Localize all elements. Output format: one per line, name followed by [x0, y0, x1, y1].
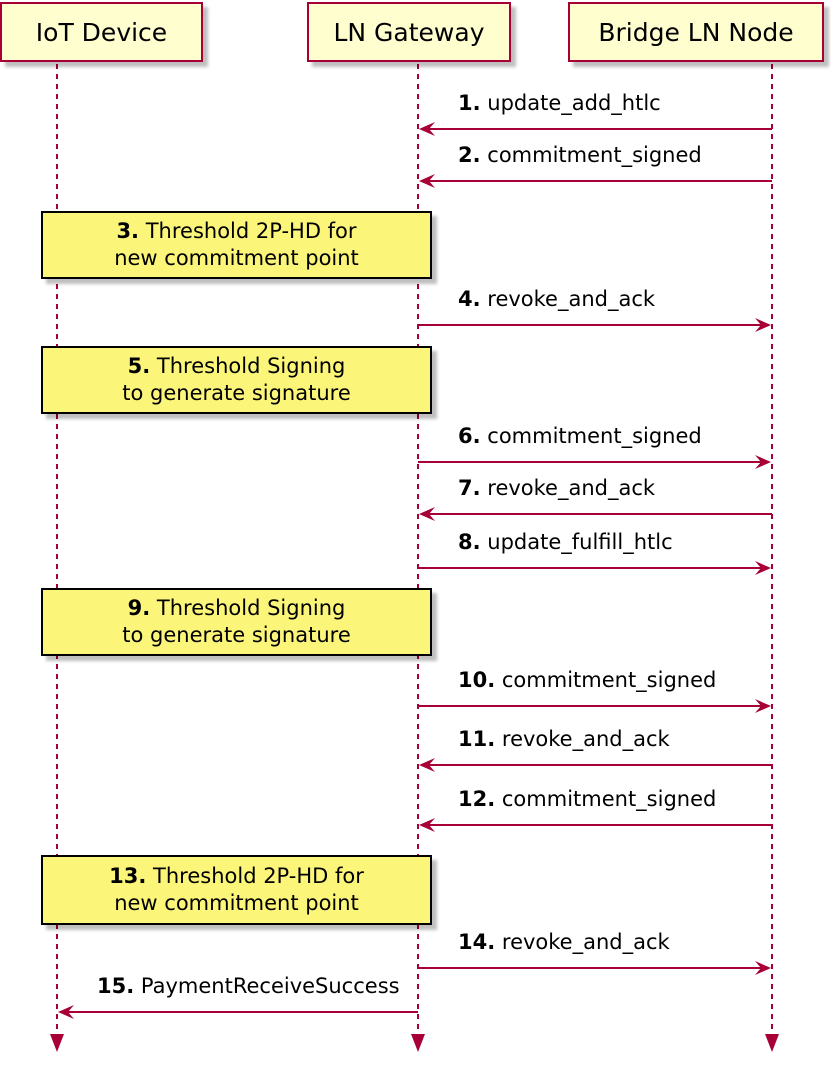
- note-line-2: to generate signature: [122, 623, 351, 647]
- message-text: commitment_signed: [487, 424, 702, 448]
- participant-iot: IoT Device: [0, 2, 203, 62]
- message-text: commitment_signed: [487, 143, 702, 167]
- step-number: 10.: [458, 668, 496, 692]
- message-arrow-head: [419, 174, 435, 188]
- message-arrow-head: [755, 699, 771, 713]
- lifeline-end-iot: [50, 1034, 64, 1052]
- lifeline-end-gw: [411, 1034, 425, 1052]
- note-text: Threshold Signing: [156, 595, 346, 620]
- message-arrow-head: [755, 318, 771, 332]
- note-text: Threshold 2P-HD for: [145, 218, 357, 243]
- step-number: 7.: [458, 476, 481, 500]
- step-number: 6.: [458, 424, 481, 448]
- message-label: 12. commitment_signed: [458, 789, 716, 810]
- note-text: Threshold Signing: [156, 353, 346, 378]
- message-text: update_add_htlc: [487, 91, 661, 115]
- note-line-2: new commitment point: [114, 246, 359, 270]
- message-arrow-head: [419, 122, 435, 136]
- message-arrow-head: [755, 455, 771, 469]
- note-line-2: new commitment point: [114, 891, 359, 915]
- message-arrow-head: [419, 818, 435, 832]
- message-arrow-head: [419, 507, 435, 521]
- step-number: 12.: [458, 787, 496, 811]
- note-line-1: 3. Threshold 2P-HD for: [116, 218, 356, 245]
- message-label: 1. update_add_htlc: [458, 93, 661, 114]
- message-label: 10. commitment_signed: [458, 670, 716, 691]
- note-line-1: 13. Threshold 2P-HD for: [109, 863, 364, 890]
- step-number: 3.: [116, 218, 140, 243]
- message-text: revoke_and_ack: [487, 287, 656, 311]
- step-number: 11.: [458, 727, 496, 751]
- step-number: 1.: [458, 91, 481, 115]
- step-number: 15.: [97, 974, 135, 998]
- lifeline-end-bridge: [765, 1034, 779, 1052]
- step-number: 14.: [458, 930, 496, 954]
- message-text: revoke_and_ack: [487, 476, 656, 500]
- step-number: 2.: [458, 143, 481, 167]
- participant-bridge: Bridge LN Node: [568, 2, 824, 62]
- message-label: 11. revoke_and_ack: [458, 729, 670, 750]
- step-number: 9.: [127, 595, 151, 620]
- message-label: 15. PaymentReceiveSuccess: [97, 976, 400, 997]
- message-text: commitment_signed: [501, 668, 717, 692]
- message-arrow-head: [755, 961, 771, 975]
- message-arrow-head: [58, 1005, 74, 1019]
- participant-gw: LN Gateway: [307, 2, 511, 62]
- message-text: commitment_signed: [501, 787, 717, 811]
- message-label: 2. commitment_signed: [458, 145, 702, 166]
- step-number: 13.: [109, 863, 147, 888]
- note-line-1: 9. Threshold Signing: [128, 595, 346, 622]
- message-label: 14. revoke_and_ack: [458, 932, 670, 953]
- note-text: Threshold 2P-HD for: [153, 863, 364, 888]
- step-number: 5.: [127, 353, 151, 378]
- message-label: 4. revoke_and_ack: [458, 289, 655, 310]
- message-label: 8. update_fulfill_htlc: [458, 532, 673, 553]
- note-line-1: 5. Threshold Signing: [128, 353, 346, 380]
- step-number: 8.: [458, 530, 481, 554]
- message-arrow-head: [419, 758, 435, 772]
- message-text: revoke_and_ack: [501, 727, 670, 751]
- message-text: revoke_and_ack: [501, 930, 670, 954]
- message-text: PaymentReceiveSuccess: [140, 974, 400, 998]
- message-arrow-head: [755, 561, 771, 575]
- note-line-2: to generate signature: [122, 381, 351, 405]
- message-label: 7. revoke_and_ack: [458, 478, 655, 499]
- step-number: 4.: [458, 287, 481, 311]
- message-text: update_fulfill_htlc: [487, 530, 673, 554]
- message-label: 6. commitment_signed: [458, 426, 702, 447]
